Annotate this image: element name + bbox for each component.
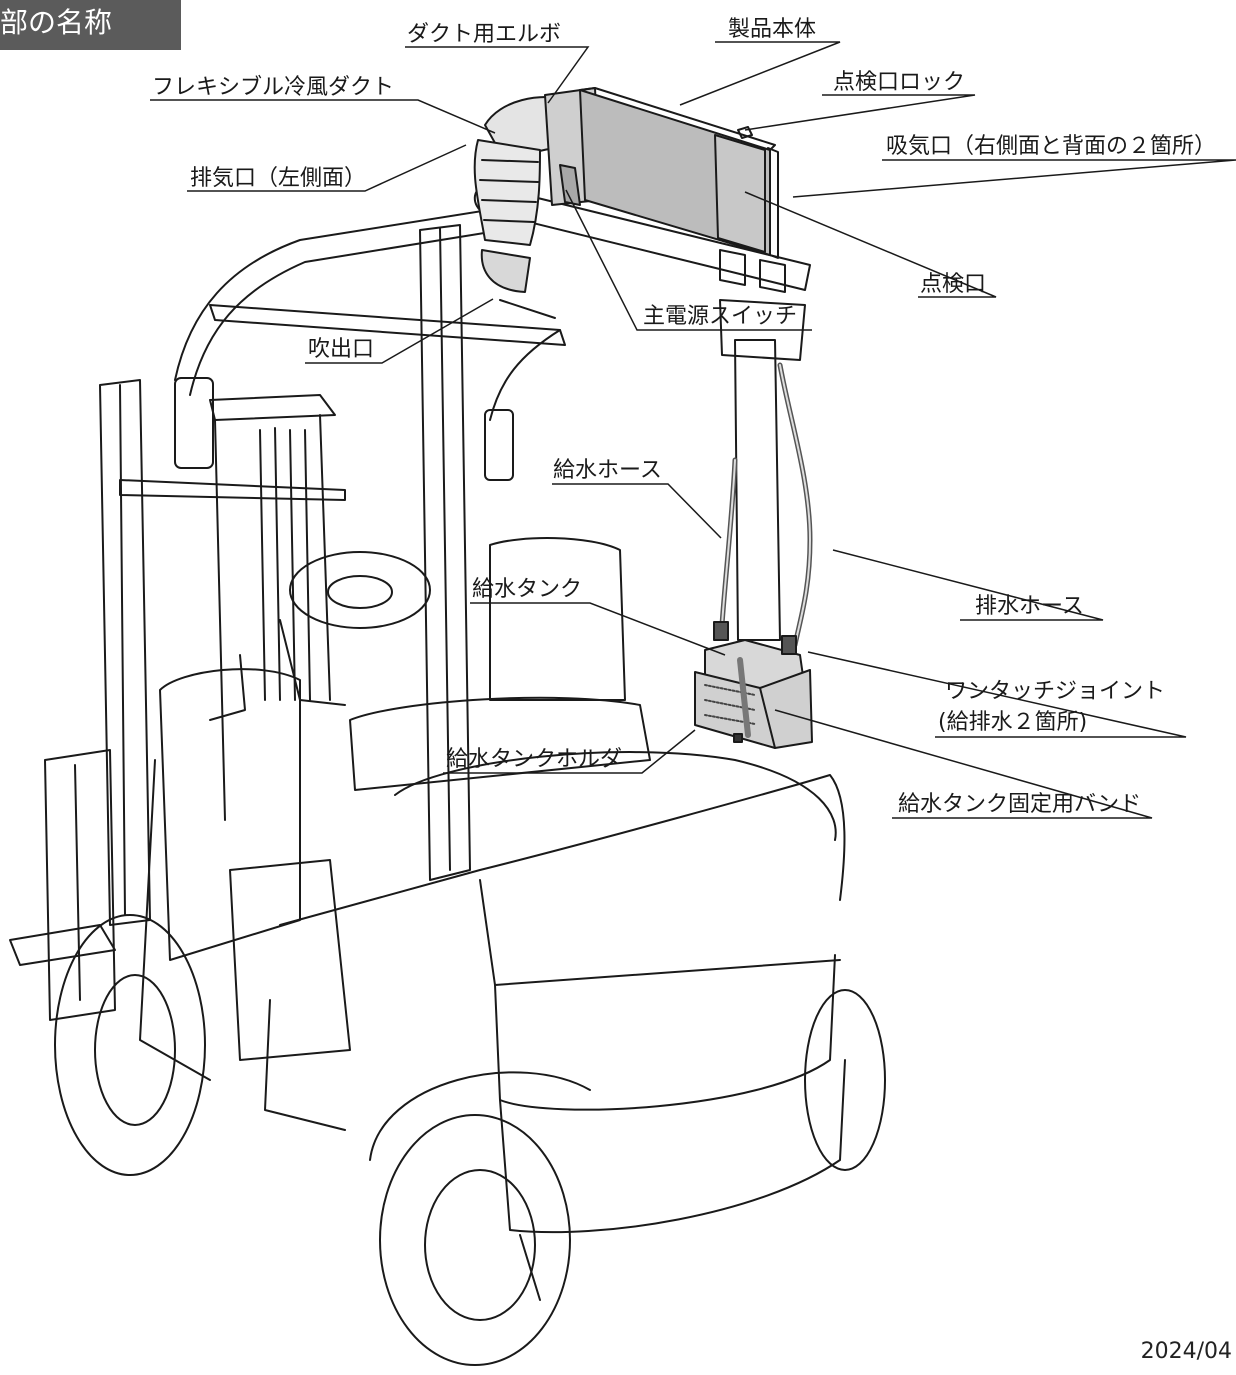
mast-illustration	[9, 379, 346, 1021]
mirror	[174, 377, 514, 481]
label-air-intake: 吸気口（右側面と背面の２箇所）	[886, 134, 1216, 159]
label-duct-elbow: ダクト用エルボ	[407, 22, 561, 47]
label-drain-hose: 排水ホース	[975, 594, 1084, 619]
rear-pillar	[719, 299, 806, 641]
label-inspection-port: 点検口	[920, 272, 986, 297]
label-exhaust: 排気口（左側面）	[190, 166, 366, 191]
label-main-body: 製品本体	[728, 17, 816, 42]
label-tank-band: 給水タンク固定用バンド	[898, 792, 1141, 817]
label-water-tank: 給水タンク	[472, 577, 582, 602]
wheels	[54, 914, 886, 1366]
front-pillar	[419, 224, 471, 881]
leader-lines	[150, 41, 1236, 819]
hoses	[719, 362, 813, 648]
overhead-guard-illustration	[174, 182, 811, 421]
label-inspection-lock: 点検口ロック	[833, 70, 965, 95]
main-unit-illustration	[559, 87, 779, 259]
label-air-outlet: 吹出口	[308, 337, 374, 362]
page-title: 部の名称	[0, 0, 181, 50]
date-stamp: 2024/04	[1140, 1339, 1232, 1364]
label-flex-duct: フレキシブル冷風ダクト	[152, 75, 394, 100]
body-illustration	[139, 668, 846, 1301]
label-one-touch-joint-note: (給排水２箇所)	[938, 710, 1087, 735]
label-tank-holder: 給水タンクホルダ	[446, 747, 622, 772]
label-one-touch-joint: ワンタッチジョイント	[945, 679, 1165, 704]
label-supply-hose: 給水ホース	[553, 458, 662, 483]
water-tank-illustration	[694, 621, 813, 749]
label-main-switch: 主電源スイッチ	[643, 304, 797, 329]
